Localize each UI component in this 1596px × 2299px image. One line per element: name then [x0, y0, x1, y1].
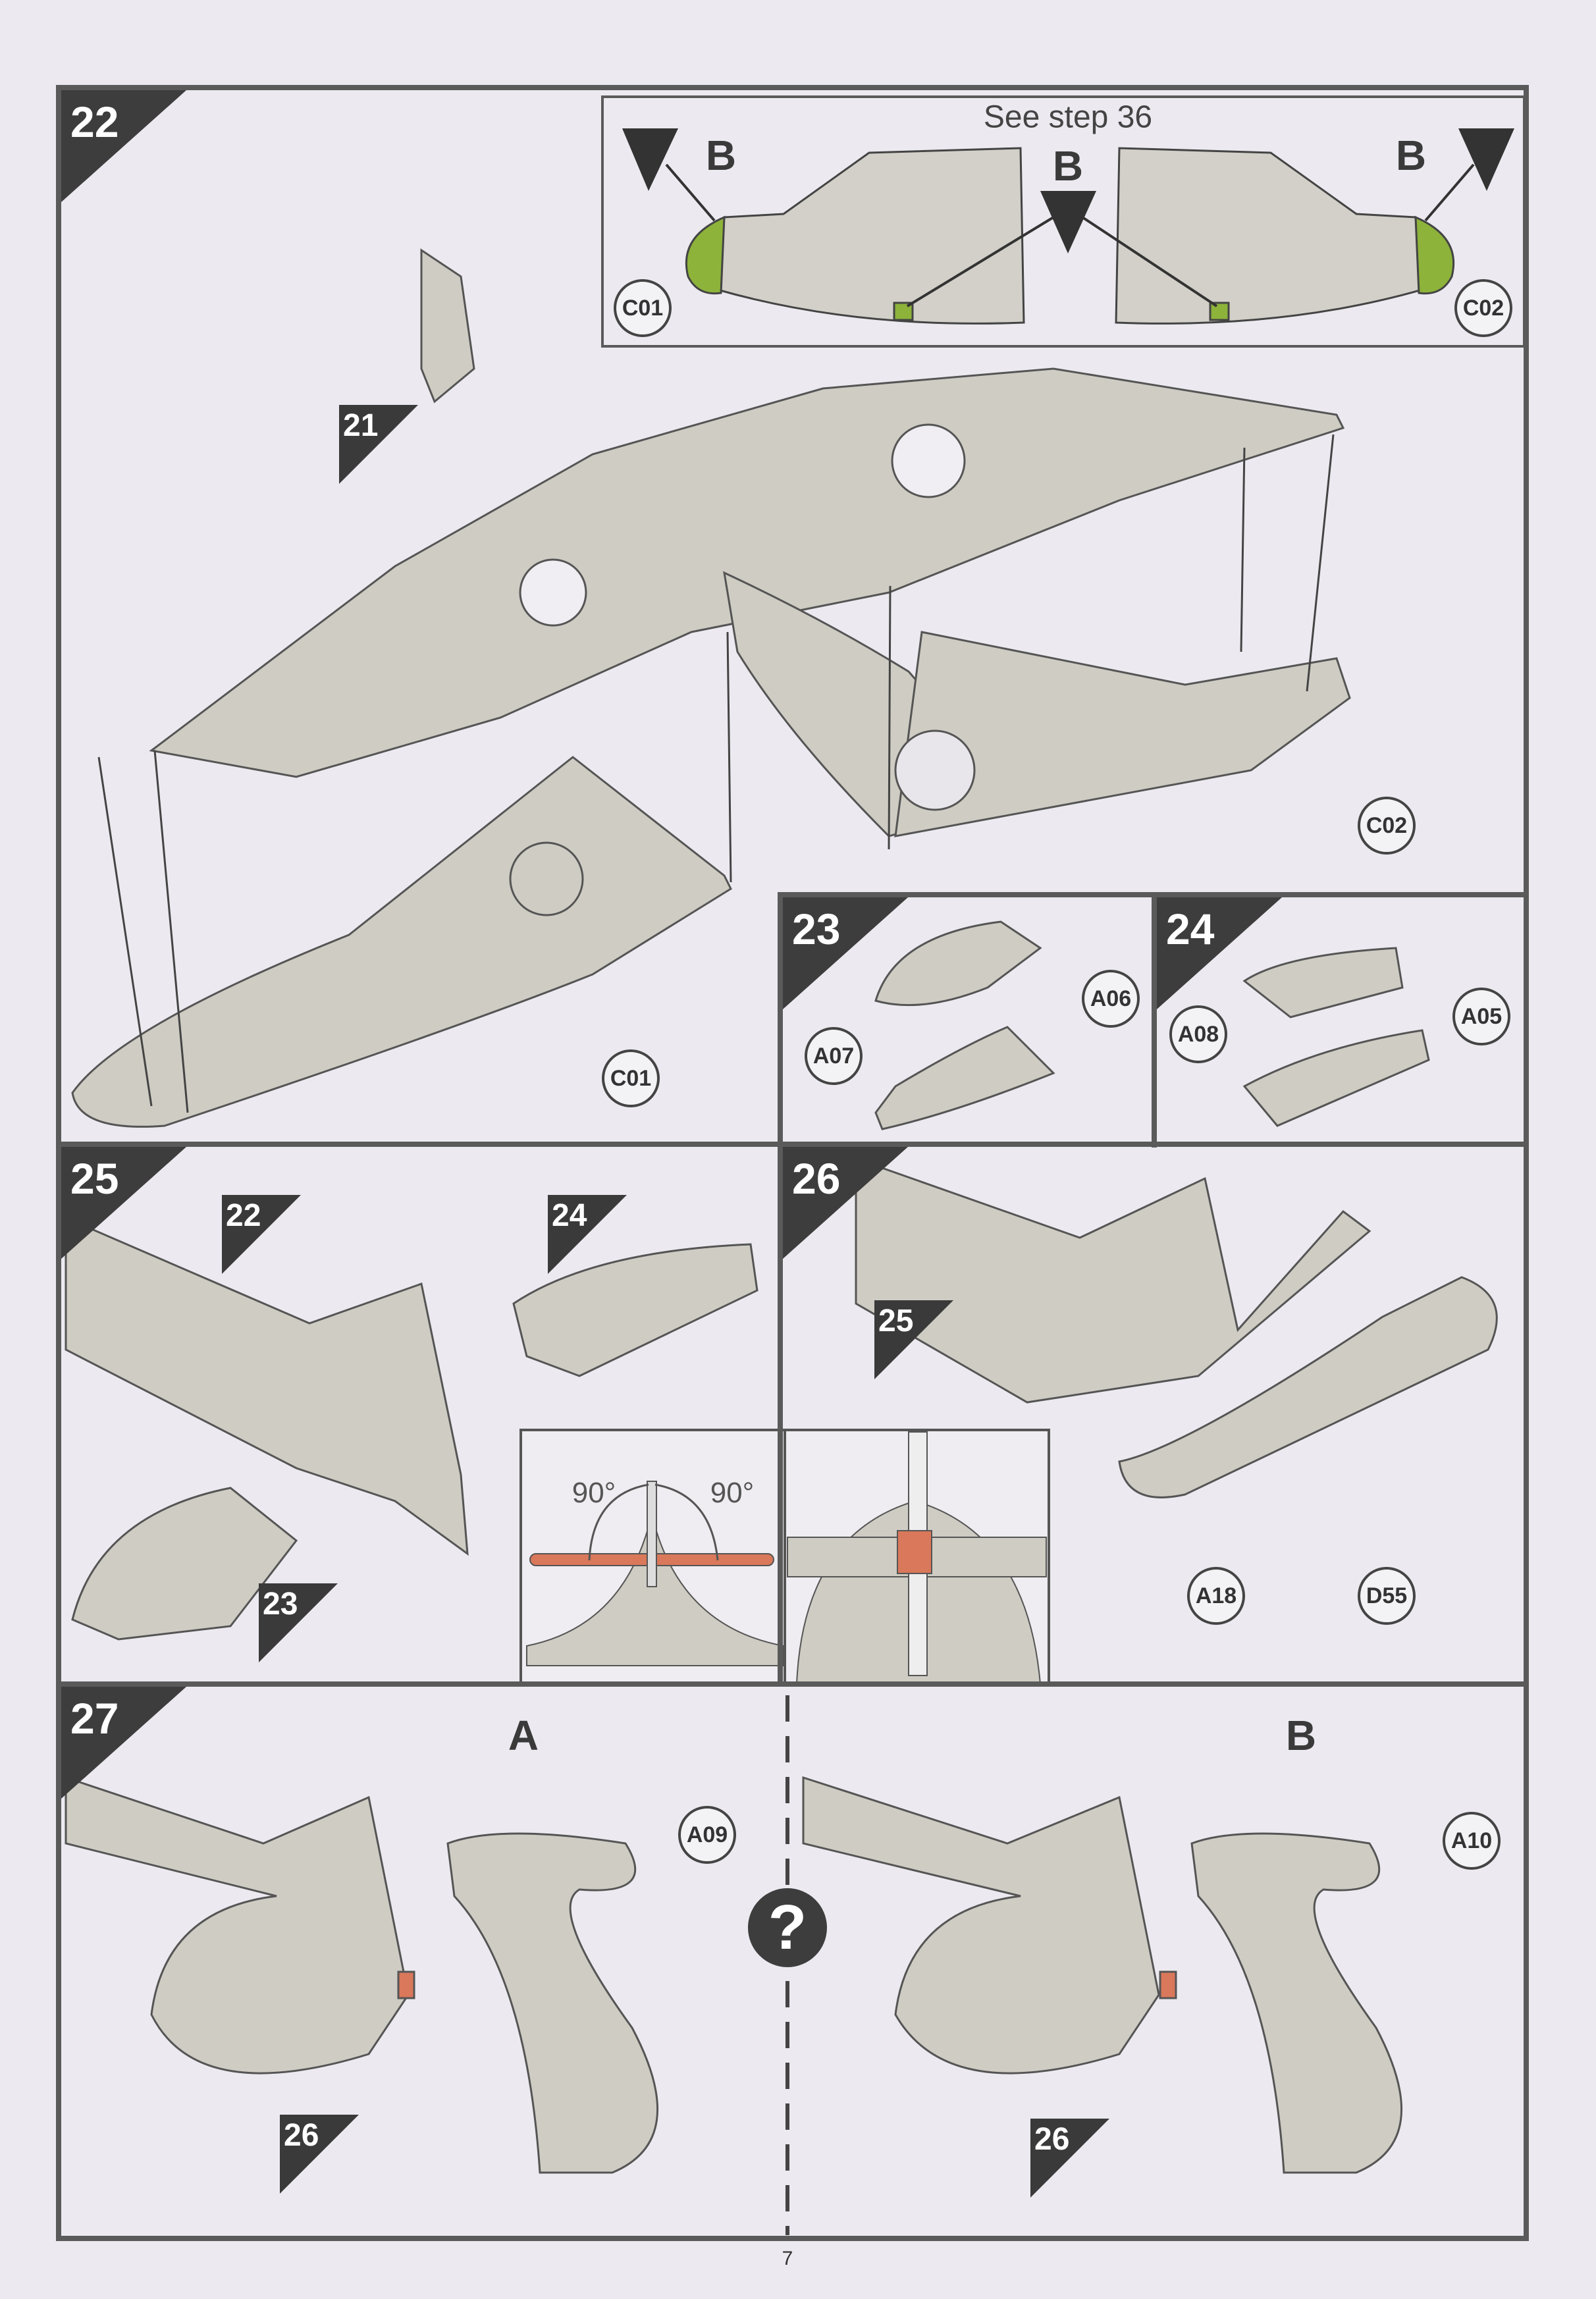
part-c01-inset: C01	[614, 279, 672, 337]
ref-step-22: 22	[222, 1195, 301, 1274]
step24-parts	[1242, 947, 1430, 1127]
part-c02: C02	[1358, 797, 1416, 855]
part-a09: A09	[678, 1806, 736, 1864]
part-a08: A08	[1169, 1005, 1227, 1063]
step-24-badge: 24	[1157, 897, 1282, 1009]
option-a-label: A	[508, 1712, 539, 1759]
inset-wing-left	[685, 147, 1025, 325]
marker-b-right: B	[1395, 132, 1427, 179]
part-a10: A10	[1443, 1812, 1501, 1870]
step-22-badge: 22	[61, 90, 186, 202]
inset-arrows	[665, 163, 1475, 307]
divider-v3	[778, 1142, 783, 1684]
page-number: 7	[782, 2248, 793, 2269]
marker-b-center: B	[1052, 142, 1084, 190]
step27-option-b	[802, 1776, 1403, 2174]
step22-inset-frame	[601, 95, 1526, 348]
inset-wing-right	[1115, 147, 1455, 325]
ref-step-24: 24	[548, 1195, 627, 1274]
part-a18: A18	[1187, 1567, 1245, 1625]
ref-step-26-b: 26	[1030, 2119, 1109, 2198]
page-frame	[56, 85, 1529, 2241]
part-c02-inset: C02	[1454, 279, 1512, 337]
step-25-badge: 25	[61, 1147, 186, 1259]
detail-box-right	[784, 1429, 1050, 1685]
divider-h2	[56, 1142, 1529, 1147]
question-icon: ?	[748, 1888, 827, 1967]
angle-left-label: 90°	[572, 1477, 616, 1509]
divider-v1	[778, 892, 783, 1148]
divider-h3	[56, 1681, 1529, 1687]
marker-triangles	[622, 128, 1514, 253]
part-a07: A07	[805, 1027, 863, 1085]
airframe-lower-wing-C01	[71, 756, 732, 1128]
ref-step-21: 21	[339, 405, 418, 484]
part-a05: A05	[1452, 988, 1510, 1045]
step25-drawing	[65, 1216, 758, 1641]
part-d55: D55	[1358, 1567, 1416, 1625]
part-a06: A06	[1082, 970, 1140, 1028]
see-step-note: See step 36	[983, 99, 1153, 135]
airframe-upper-wing	[149, 248, 1351, 837]
part-c01: C01	[602, 1049, 660, 1107]
assembly-arrows	[97, 434, 1335, 1113]
option-b-label: B	[1285, 1712, 1317, 1759]
step-23-badge: 23	[783, 897, 908, 1009]
angle-right-label: 90°	[710, 1477, 755, 1509]
step-26-badge: 26	[783, 1147, 908, 1259]
ref-step-23: 23	[259, 1583, 338, 1662]
detail-box-left	[519, 1429, 786, 1685]
ref-step-26-a: 26	[280, 2115, 359, 2194]
step26-drawing	[855, 1157, 1498, 1498]
marker-b-left: B	[705, 132, 737, 179]
step27-option-a	[65, 1776, 659, 2174]
ref-step-25: 25	[874, 1300, 953, 1379]
step-27-badge: 27	[61, 1687, 186, 1799]
divider-v2	[1152, 892, 1157, 1148]
